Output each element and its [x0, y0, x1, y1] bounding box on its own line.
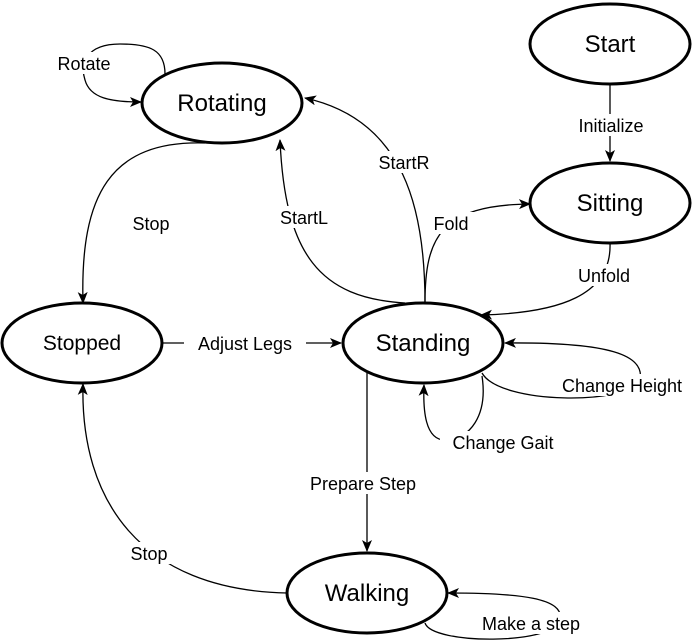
state-sitting[interactable]: Sitting [528, 161, 692, 245]
edge-label-make-a-step: Make a step [469, 612, 593, 634]
edge-label-startR: StartR [369, 151, 439, 173]
state-start-label: Start [585, 31, 636, 58]
edge-label-change-height: Change Height [550, 374, 694, 396]
svg-text:Adjust Legs: Adjust Legs [198, 334, 292, 354]
edge-label-change-gait: Change Gait [440, 431, 566, 453]
svg-text:Make a step: Make a step [482, 614, 580, 634]
edge-standing-self-change-gait [418, 375, 484, 441]
state-rotating-label: Rotating [177, 90, 266, 117]
state-rotating[interactable]: Rotating [140, 61, 304, 145]
edge-rotating-to-stopped-stop [77, 142, 206, 304]
edge-standing-to-rotating-startR [304, 95, 426, 304]
state-stopped-label: Stopped [43, 332, 121, 355]
svg-text:StartL: StartL [280, 208, 328, 228]
svg-text:Rotate: Rotate [57, 54, 110, 74]
state-stopped[interactable]: Stopped [0, 301, 164, 385]
svg-text:Fold: Fold [433, 214, 468, 234]
svg-text:Stop: Stop [132, 214, 169, 234]
svg-text:StartR: StartR [378, 153, 429, 173]
state-standing[interactable]: Standing [341, 301, 505, 385]
edge-label-initialize: Initialize [570, 114, 652, 136]
state-standing-label: Standing [376, 330, 471, 357]
svg-text:Change Gait: Change Gait [452, 433, 553, 453]
edge-standing-to-rotating-startL [275, 139, 406, 304]
state-sitting-label: Sitting [577, 190, 644, 217]
state-walking-label: Walking [325, 580, 409, 607]
svg-text:Unfold: Unfold [578, 266, 630, 286]
state-start[interactable]: Start [528, 2, 692, 86]
edge-label-stop-top: Stop [126, 212, 176, 234]
edge-label-adjust-legs: Adjust Legs [184, 332, 306, 354]
state-walking[interactable]: Walking [285, 551, 449, 635]
edge-label-rotate: Rotate [49, 52, 119, 74]
svg-text:Stop: Stop [130, 544, 167, 564]
svg-text:Initialize: Initialize [578, 116, 643, 136]
edge-label-startL: StartL [270, 206, 338, 228]
edge-label-prepare-step: Prepare Step [296, 472, 430, 494]
svg-text:Change Height: Change Height [562, 376, 682, 396]
edge-label-unfold: Unfold [568, 264, 640, 286]
edge-walking-to-stopped-stop [77, 383, 288, 594]
svg-text:Prepare Step: Prepare Step [310, 474, 416, 494]
edge-sitting-to-standing-unfold [480, 242, 611, 320]
edge-label-stop-bottom: Stop [123, 542, 175, 564]
edge-label-fold: Fold [427, 212, 475, 234]
